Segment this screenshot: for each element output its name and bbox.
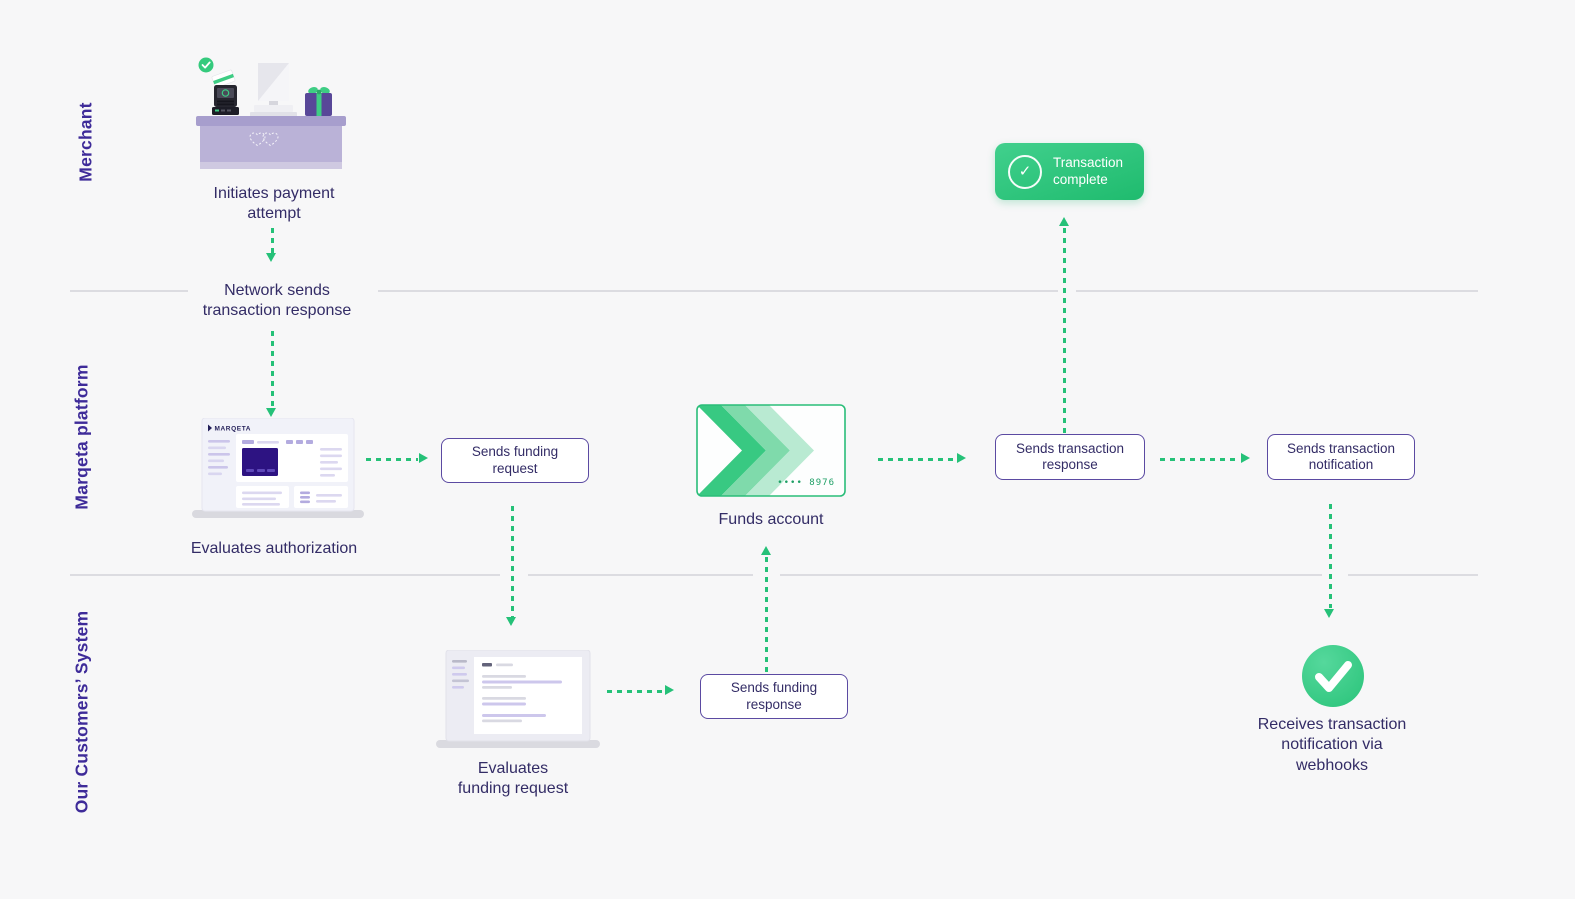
transaction-complete-label: Transaction complete	[1053, 154, 1124, 187]
lane-label-merchant: Merchant	[75, 102, 96, 182]
step-initiates-payment: Initiates payment attempt	[213, 185, 335, 223]
funds-account-card: •••• 8976	[696, 404, 846, 497]
arrow-evaluates-funding-to-response	[607, 690, 664, 693]
dashboard-panel-content	[242, 440, 342, 477]
lane-divider-2	[70, 574, 500, 576]
arrow-funds-to-transaction-response	[878, 458, 956, 461]
lane-label-customers-system: Our Customers’ System	[71, 610, 92, 814]
step-evaluates-funding-request: Evaluates funding request	[457, 760, 569, 798]
arrowhead-down-icon	[266, 408, 276, 417]
box-sends-funding-request: Sends funding request	[441, 438, 589, 483]
lane-divider-1	[1076, 290, 1478, 292]
arrowhead-up-icon	[1059, 217, 1069, 226]
success-check-icon	[1302, 645, 1364, 707]
box-sends-funding-response: Sends funding response	[700, 674, 848, 719]
card-number: •••• 8976	[777, 478, 835, 488]
lane-divider-2	[528, 574, 753, 576]
lane-divider-1	[378, 290, 1058, 292]
payment-terminal-icon	[212, 85, 239, 115]
hearts-icon	[249, 132, 279, 147]
step-receives-webhooks: Receives transaction notification via we…	[1257, 716, 1407, 774]
check-mark	[1315, 661, 1352, 692]
code-lines	[482, 663, 562, 723]
arrowhead-down-icon	[266, 253, 276, 262]
code-panel	[474, 657, 582, 734]
arrowhead-right-icon	[1241, 453, 1250, 463]
arrow-initiates-to-network	[271, 228, 274, 254]
box-sends-transaction-notification: Sends transaction notification	[1267, 434, 1415, 480]
svg-text:MARQETA: MARQETA	[215, 426, 252, 433]
marqeta-dashboard-illustration: MARQETA	[192, 418, 364, 518]
arrowhead-up-icon	[761, 546, 771, 555]
arrowhead-down-icon	[1324, 609, 1334, 618]
arrow-network-to-evaluates	[271, 331, 274, 409]
arrow-funding-request-to-evaluates-funding	[511, 506, 514, 618]
card-chevrons-icon	[696, 404, 846, 497]
sidebar-lines	[208, 440, 230, 476]
gift-box-icon	[305, 87, 332, 116]
laptop-base	[436, 740, 600, 748]
customer-system-illustration	[436, 650, 600, 748]
step-network-sends: Network sends transaction response	[202, 282, 352, 320]
arrow-evaluates-to-funding-request	[366, 458, 418, 461]
arrowhead-right-icon	[957, 453, 966, 463]
arrow-notification-to-webhooks	[1329, 504, 1332, 608]
check-circle-icon: ✓	[1008, 154, 1042, 189]
payment-card-icon	[211, 69, 236, 88]
lane-divider-2	[780, 574, 1322, 576]
arrow-response-to-complete	[1063, 228, 1066, 433]
lane-divider-2	[1348, 574, 1478, 576]
transaction-complete-badge: ✓ Transaction complete	[995, 143, 1144, 200]
arrowhead-down-icon	[506, 617, 516, 626]
step-evaluates-authorization: Evaluates authorization	[190, 540, 358, 557]
arrow-funding-response-to-funds-account	[765, 557, 768, 672]
arrowhead-right-icon	[665, 685, 674, 695]
merchant-counter-illustration	[196, 57, 346, 169]
box-sends-transaction-response: Sends transaction response	[995, 434, 1145, 480]
arrow-response-to-notification	[1160, 458, 1240, 461]
counter-icon	[196, 116, 346, 169]
dashboard-bottom-cards	[236, 486, 348, 508]
marqeta-logo: MARQETA	[208, 424, 252, 433]
laptop-base	[192, 510, 364, 518]
check-badge-icon	[198, 57, 214, 73]
lane-divider-1	[70, 290, 188, 292]
step-funds-account: Funds account	[718, 511, 824, 528]
lane-label-marqeta-platform: Marqeta platform	[71, 364, 92, 510]
cash-register-icon	[250, 63, 297, 118]
arrowhead-right-icon	[419, 453, 428, 463]
sidebar-lines	[452, 660, 469, 689]
